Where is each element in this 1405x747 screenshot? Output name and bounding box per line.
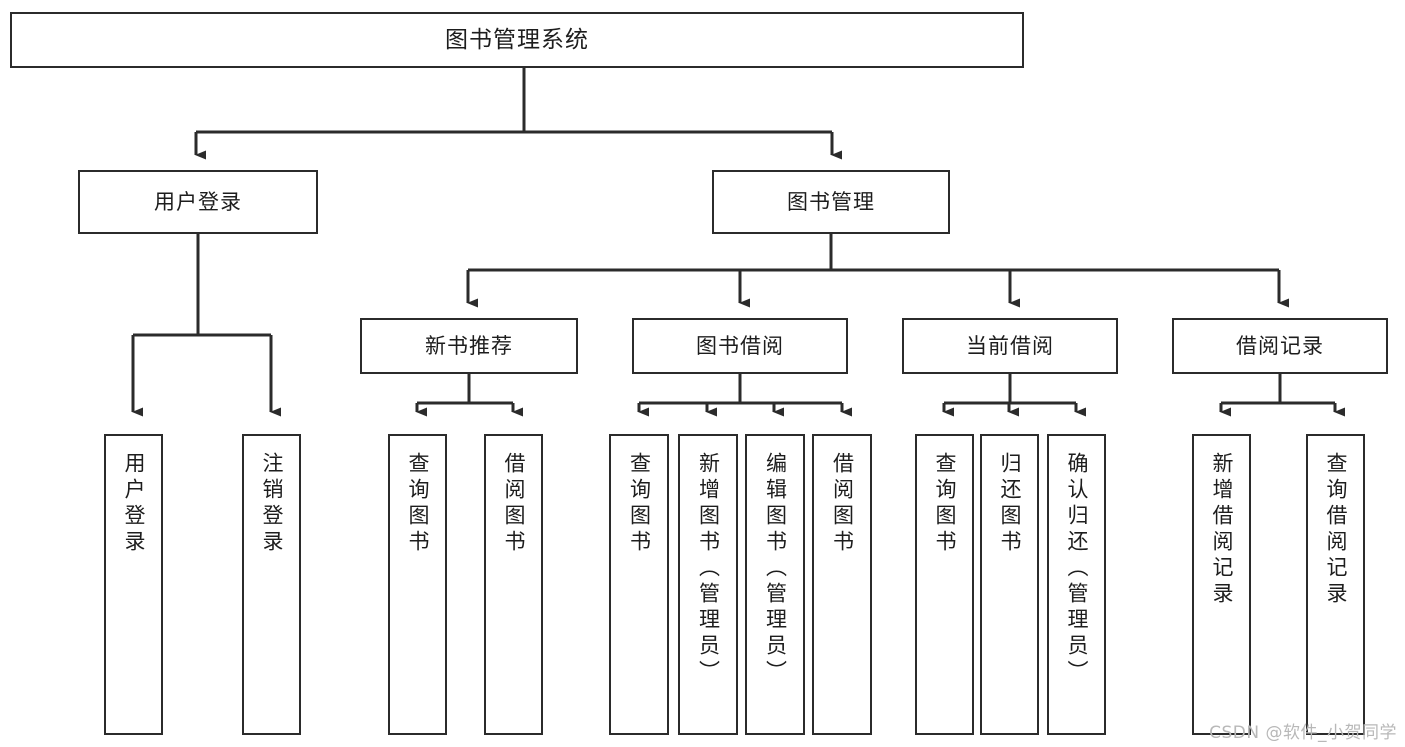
watermark-text: CSDN @软件_小贺同学 xyxy=(1209,723,1397,743)
node-label: 确认归还（管理员） xyxy=(1065,452,1089,686)
leaf-current-query-book[interactable]: 查询图书 xyxy=(915,434,974,735)
node-label: 归还图书 xyxy=(998,452,1022,556)
leaf-newbook-borrow-book[interactable]: 借阅图书 xyxy=(484,434,543,735)
node-label: 借阅图书 xyxy=(830,452,855,556)
leaf-borrow-query-book[interactable]: 查询图书 xyxy=(609,434,669,735)
node-borrow-record[interactable]: 借阅记录 xyxy=(1172,318,1388,374)
leaf-current-confirm-return-admin[interactable]: 确认归还（管理员） xyxy=(1047,434,1106,735)
node-label: 新书推荐 xyxy=(425,333,513,358)
node-new-book-recommend[interactable]: 新书推荐 xyxy=(360,318,578,374)
node-label: 编辑图书（管理员） xyxy=(763,452,788,686)
node-label: 查询图书 xyxy=(627,452,652,556)
leaf-logout[interactable]: 注销登录 xyxy=(242,434,301,735)
node-user-login[interactable]: 用户登录 xyxy=(78,170,318,234)
node-label: 图书借阅 xyxy=(696,333,784,358)
node-label: 新增图书（管理员） xyxy=(696,452,721,686)
node-current-borrow[interactable]: 当前借阅 xyxy=(902,318,1118,374)
node-label: 图书管理 xyxy=(787,189,875,214)
node-label: 借阅记录 xyxy=(1236,333,1324,358)
leaf-record-add-record[interactable]: 新增借阅记录 xyxy=(1192,434,1251,735)
node-label: 查询图书 xyxy=(406,452,430,556)
leaf-user-login[interactable]: 用户登录 xyxy=(104,434,163,735)
leaf-borrow-add-book-admin[interactable]: 新增图书（管理员） xyxy=(678,434,738,735)
leaf-newbook-query-book[interactable]: 查询图书 xyxy=(388,434,447,735)
node-label: 查询图书 xyxy=(933,452,957,556)
leaf-borrow-edit-book-admin[interactable]: 编辑图书（管理员） xyxy=(745,434,805,735)
node-label: 借阅图书 xyxy=(502,452,526,556)
node-label: 用户登录 xyxy=(154,189,242,214)
leaf-borrow-borrow-book[interactable]: 借阅图书 xyxy=(812,434,872,735)
leaf-current-return-book[interactable]: 归还图书 xyxy=(980,434,1039,735)
leaf-record-query-record[interactable]: 查询借阅记录 xyxy=(1306,434,1365,735)
node-label: 图书管理系统 xyxy=(445,26,589,53)
node-root-system[interactable]: 图书管理系统 xyxy=(10,12,1024,68)
node-label: 当前借阅 xyxy=(966,333,1054,358)
node-book-management[interactable]: 图书管理 xyxy=(712,170,950,234)
node-label: 新增借阅记录 xyxy=(1210,452,1234,608)
node-book-borrow[interactable]: 图书借阅 xyxy=(632,318,848,374)
node-label: 用户登录 xyxy=(122,452,146,556)
node-label: 注销登录 xyxy=(260,452,284,556)
node-label: 查询借阅记录 xyxy=(1324,452,1348,608)
